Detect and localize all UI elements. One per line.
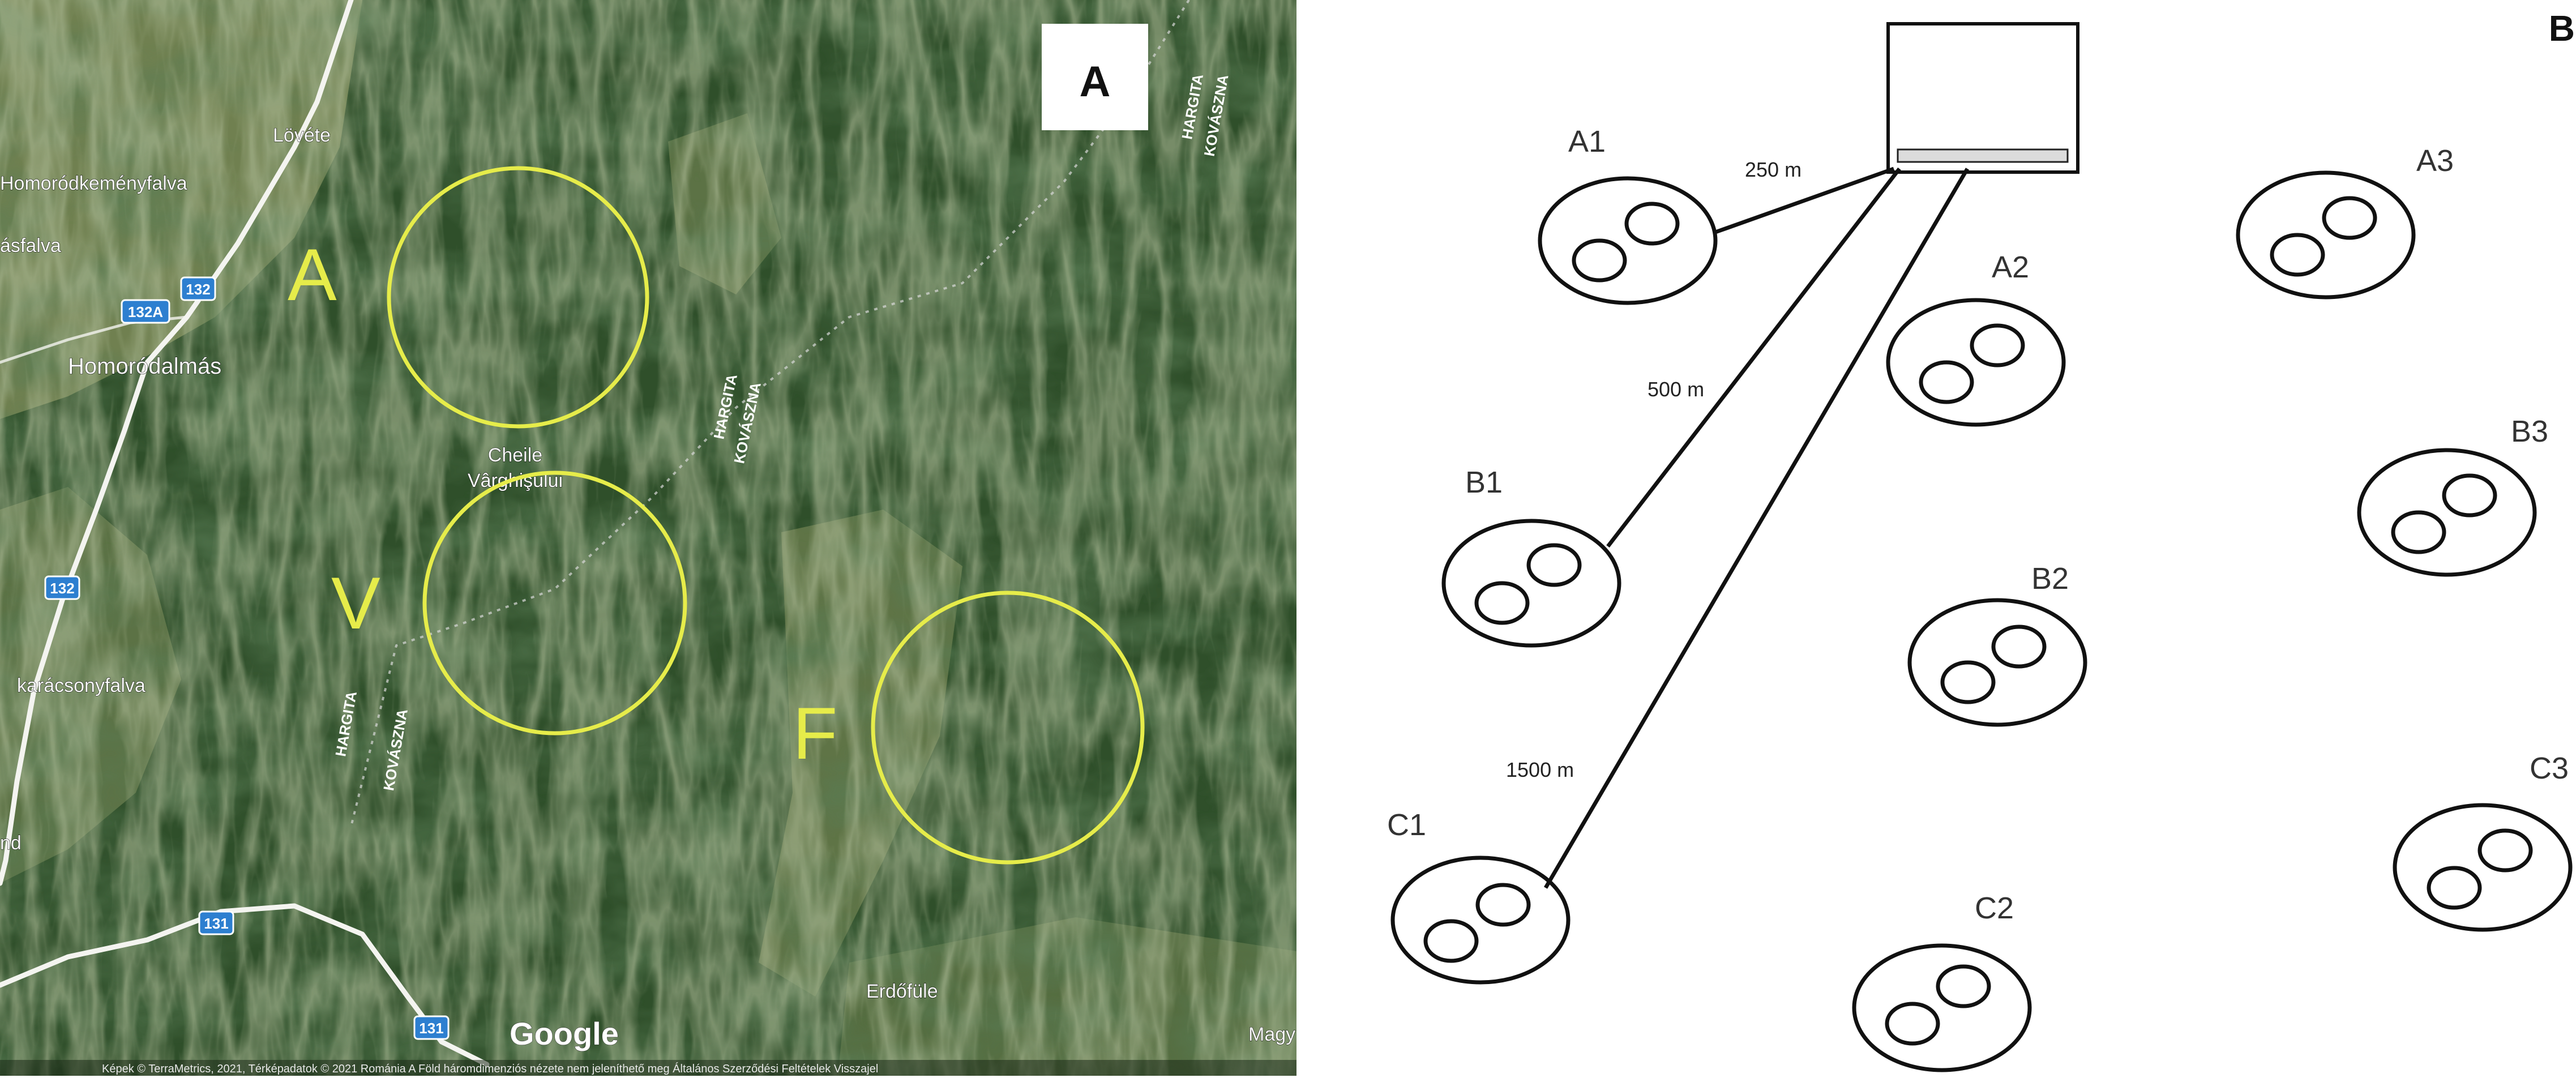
distance-lines — [1543, 166, 1970, 889]
plot-labels: A1 A2 A3 B1 B2 B3 C1 C2 C3 — [1387, 125, 2569, 925]
line-to-c1 — [1543, 168, 1970, 889]
plot-label-b3: B3 — [2511, 414, 2548, 448]
place-erdofule: Erdőfüle — [866, 981, 938, 1002]
road-shield: 132A — [121, 299, 170, 324]
plot-label-c1: C1 — [1387, 808, 1426, 842]
panel-b-label: B — [2549, 8, 2575, 49]
plot-label-a3: A3 — [2416, 144, 2454, 178]
road-shield: 132 — [44, 575, 80, 600]
line-to-b1 — [1606, 167, 1901, 548]
plot-a2 — [1886, 298, 2066, 427]
distance-label: 250 m — [1745, 158, 1802, 181]
distance-label: 500 m — [1648, 378, 1704, 401]
road-shield: 131 — [198, 910, 234, 935]
building-strip — [1897, 148, 2069, 163]
panel-a-label-box: A — [1042, 24, 1148, 130]
attribution-bar — [0, 1060, 1296, 1076]
road-shield: 132 — [180, 276, 216, 301]
svg-text:132: 132 — [50, 580, 74, 597]
plot-label-b2: B2 — [2031, 562, 2069, 596]
site-circle-a — [387, 166, 649, 429]
plot-b1 — [1441, 519, 1621, 648]
plot-label-c2: C2 — [1975, 891, 2014, 925]
plot-a3 — [2236, 170, 2416, 300]
site-circle-f — [871, 591, 1145, 865]
svg-text:131: 131 — [204, 915, 228, 932]
site-label-f: F — [793, 692, 837, 775]
road-shield: 131 — [413, 1015, 450, 1040]
place-homorodkemenyfalva: Homoródkeményfalva — [0, 173, 187, 194]
place-karacsonyfalva: karácsonyfalva — [17, 675, 146, 696]
place-magy: Magy — [1248, 1024, 1295, 1045]
plot-layout-diagram: B 250 m 500 m 1500 m — [1387, 8, 2575, 1072]
map-attribution: Képek © TerraMetrics, 2021, Térképadatok… — [102, 1062, 878, 1075]
road-132 — [0, 0, 354, 886]
site-label-v: V — [331, 562, 380, 644]
plot-c3 — [2393, 803, 2573, 932]
place-cheile: Cheile — [488, 444, 542, 466]
place-nd: nd — [0, 832, 22, 854]
line-to-a1 — [1714, 166, 1895, 234]
site-labels: A V F — [288, 233, 837, 775]
svg-text:132A: 132A — [128, 303, 163, 320]
svg-text:131: 131 — [419, 1020, 443, 1037]
plot-c1 — [1390, 856, 1571, 985]
plot-label-b1: B1 — [1465, 465, 1503, 499]
place-lovete: Lövéte — [273, 125, 331, 146]
plots — [1390, 170, 2573, 1072]
svg-text:132: 132 — [186, 281, 210, 298]
plot-c2 — [1852, 943, 2032, 1072]
plot-label-c3: C3 — [2530, 751, 2569, 785]
study-sites — [387, 166, 1145, 865]
ridge-highlights — [0, 0, 1296, 1076]
place-names: Lövéte Homoródkeményfalva ásfalva Homoró… — [0, 125, 1296, 1046]
distance-labels: 250 m 500 m 1500 m — [1506, 158, 1802, 781]
panel-a-label: A — [1080, 58, 1111, 106]
plot-a1 — [1538, 176, 1718, 305]
plot-label-a2: A2 — [1992, 250, 2029, 284]
plot-b3 — [2357, 448, 2537, 577]
reference-building — [1886, 22, 2079, 174]
site-label-a: A — [288, 233, 337, 316]
place-homorodalmas: Homoródalmás — [68, 354, 221, 379]
plot-label-a1: A1 — [1568, 125, 1606, 159]
satellite-map-panel: 132 132A 132 131 131 Lövéte Homoródkemén… — [0, 0, 1296, 1076]
county-borders — [350, 0, 1190, 827]
plot-b2 — [1907, 598, 2087, 727]
google-logo: Google — [510, 1016, 619, 1051]
distance-label: 1500 m — [1506, 758, 1574, 781]
place-asfalva: ásfalva — [0, 235, 61, 256]
site-circle-v — [422, 471, 687, 735]
